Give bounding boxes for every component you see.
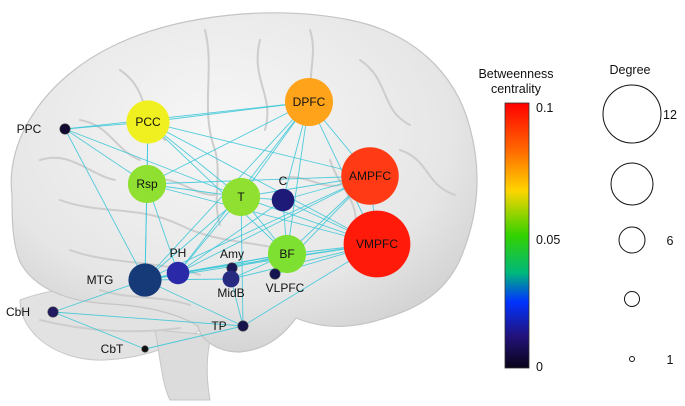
degree-legend-item — [624, 291, 640, 307]
edge-cbh-tp — [52, 311, 244, 327]
node-pcc: PCC — [126, 100, 170, 144]
edge-t-mtg — [144, 196, 242, 281]
node-label-bf: BF — [279, 247, 294, 261]
degree-ring — [618, 226, 646, 254]
edge-pcc-bf — [147, 121, 288, 255]
degree-ring — [629, 356, 635, 362]
degree-ring — [610, 162, 654, 206]
edge-dpfc-rsp — [146, 101, 310, 185]
edge-mtg-tp — [144, 279, 244, 327]
edge-dpfc-bf — [286, 101, 310, 255]
colorbar-tick-mid: 0.05 — [536, 233, 560, 247]
node-label-ph: PH — [170, 246, 187, 260]
brainstem-shape — [154, 329, 213, 401]
node-label-pcc: PCC — [135, 115, 161, 129]
degree-legend: Degree 12 6 1 — [602, 63, 677, 367]
degree-label: 1 — [667, 353, 674, 367]
edge-rsp-ampfc — [146, 175, 371, 185]
node-label-cbt: CbT — [101, 342, 124, 356]
edge-pcc-dpfc — [147, 101, 310, 123]
node-cbh: CbH — [6, 305, 59, 319]
node-label-ppc: PPC — [17, 122, 42, 136]
node-label-tp: TP — [211, 319, 226, 333]
node-circle-vmpfc — [343, 210, 411, 278]
node-label-t: T — [237, 190, 245, 204]
edge-ampfc-ph — [177, 175, 371, 274]
colorbar: Betweenness centrality 0.1 0.05 0 — [478, 67, 560, 374]
degree-ring — [624, 291, 640, 307]
node-label-rsp: Rsp — [136, 177, 158, 191]
node-label-c: C — [279, 174, 288, 188]
degree-legend-item: 12 — [602, 84, 677, 144]
node-circle-ppc — [59, 123, 71, 135]
node-label-amy: Amy — [220, 247, 244, 261]
node-rsp: Rsp — [127, 164, 167, 204]
colorbar-tick-max: 0.1 — [536, 101, 553, 115]
node-ampfc: AMPFC — [341, 147, 399, 205]
node-circle-dpfc — [284, 77, 334, 127]
colorbar-title-line1: Betweenness — [478, 67, 553, 81]
node-circle-t — [221, 177, 261, 217]
node-circle-tp — [237, 320, 249, 332]
edge-pcc-vmpfc — [147, 121, 378, 245]
node-label-cbh: CbH — [6, 305, 30, 319]
node-label-ampfc: AMPFC — [349, 169, 391, 183]
node-circle-midb — [222, 270, 240, 288]
edge-ppc-t — [64, 128, 242, 198]
node-midb: MidB — [217, 270, 245, 300]
node-tp: TP — [211, 319, 249, 333]
degree-label: 12 — [663, 108, 677, 122]
node-ppc: PPC — [17, 122, 71, 136]
node-label-vlpfc: VLPFC — [266, 281, 305, 295]
node-label-dpfc: DPFC — [293, 95, 326, 109]
node-circle-pcc — [126, 100, 170, 144]
node-label-vmpfc: VMPFC — [356, 237, 398, 251]
edge-tp-cbt — [144, 325, 244, 350]
degree-label: 6 — [667, 234, 674, 248]
node-circle-c — [271, 188, 295, 212]
degree-ring — [602, 84, 662, 144]
node-circle-ph — [166, 261, 190, 285]
node-t: T — [221, 177, 261, 217]
node-circle-rsp — [127, 164, 167, 204]
node-circle-cbh — [47, 306, 59, 318]
degree-legend-item: 6 — [618, 226, 674, 254]
node-mtg: MTG — [87, 263, 162, 297]
node-ph: PH — [166, 246, 190, 285]
node-vmpfc: VMPFC — [343, 210, 411, 278]
node-label-mtg: MTG — [87, 273, 114, 287]
node-label-midb: MidB — [217, 286, 244, 300]
node-vlpfc: VLPFC — [266, 268, 305, 295]
node-circle-ampfc — [341, 147, 399, 205]
brain-sulci — [39, 29, 456, 333]
edge-pcc-ampfc — [147, 121, 371, 177]
edge-cbh-cbt — [52, 311, 146, 350]
degree-legend-title: Degree — [610, 63, 651, 77]
edge-c-ph — [177, 199, 284, 274]
node-dpfc: DPFC — [284, 77, 334, 127]
edge-ppc-dpfc — [64, 101, 310, 130]
node-circle-vlpfc — [269, 268, 281, 280]
node-c: C — [271, 174, 295, 212]
degree-legend-item: 1 — [629, 353, 674, 367]
node-circle-bf — [267, 234, 307, 274]
degree-legend-item — [610, 162, 654, 206]
edge-ppc-mtg — [64, 128, 146, 281]
node-circle-cbt — [141, 345, 149, 353]
edge-rsp-vmpfc — [146, 183, 378, 245]
node-circle-mtg — [128, 263, 162, 297]
colorbar-title-line2: centrality — [491, 82, 542, 96]
colorbar-gradient — [504, 102, 530, 369]
colorbar-tick-min: 0 — [536, 360, 543, 374]
node-bf: BF — [267, 234, 307, 274]
node-cbt: CbT — [101, 342, 149, 356]
node-amy: Amy — [220, 247, 244, 274]
